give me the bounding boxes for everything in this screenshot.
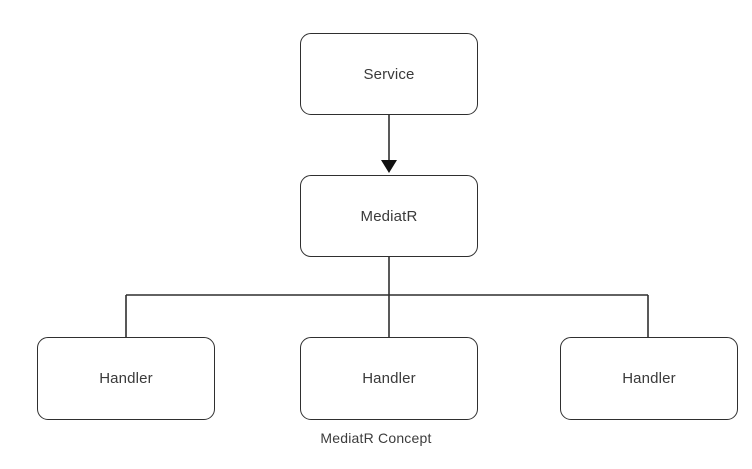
node-handler-center-label: Handler	[362, 370, 416, 387]
node-service[interactable]: Service	[300, 33, 478, 115]
node-mediatr[interactable]: MediatR	[300, 175, 478, 257]
node-handler-left[interactable]: Handler	[37, 337, 215, 420]
diagram-caption: MediatR Concept	[320, 430, 432, 446]
node-handler-center[interactable]: Handler	[300, 337, 478, 420]
node-handler-right[interactable]: Handler	[560, 337, 738, 420]
node-mediatr-label: MediatR	[360, 207, 418, 225]
node-handler-right-label: Handler	[622, 370, 676, 387]
node-handler-left-label: Handler	[99, 370, 153, 387]
arrowhead-icon	[381, 160, 397, 173]
node-service-label: Service	[363, 65, 415, 83]
